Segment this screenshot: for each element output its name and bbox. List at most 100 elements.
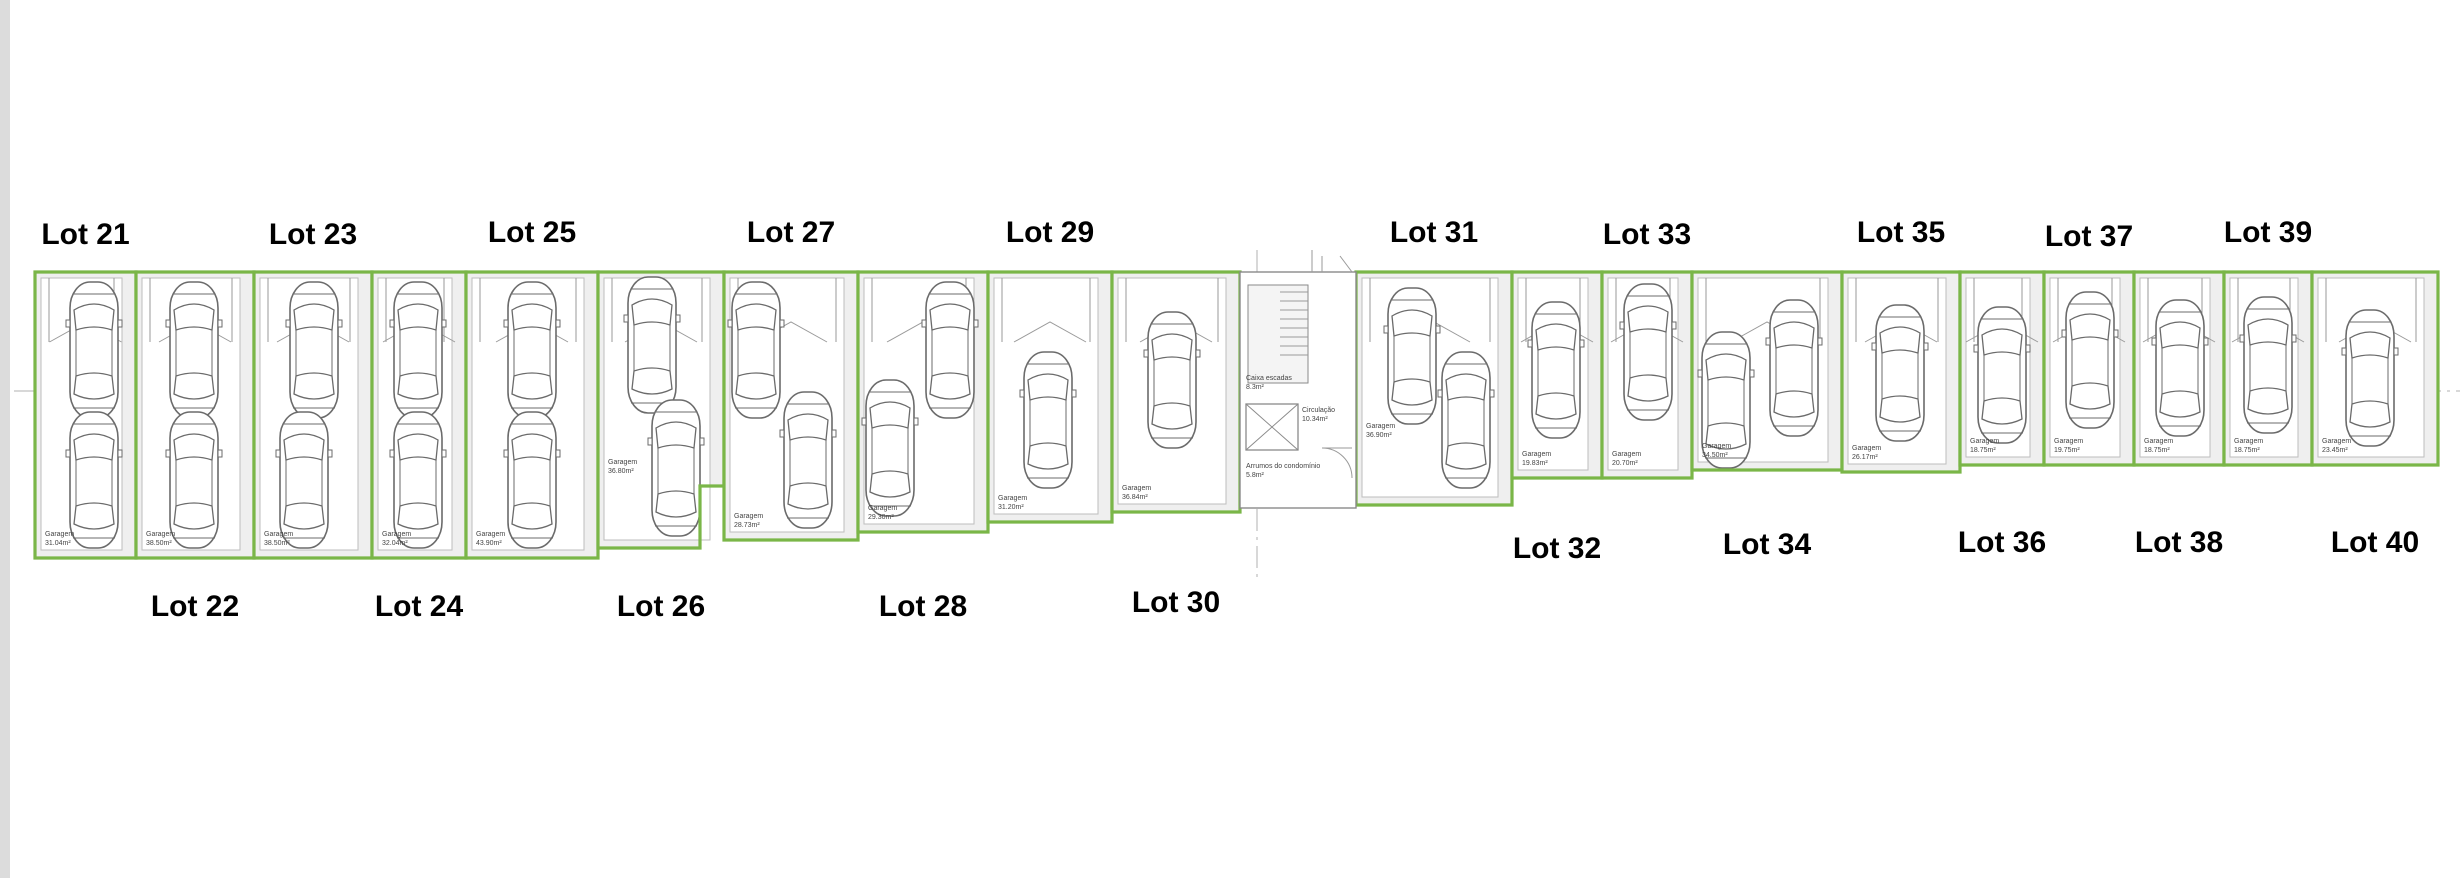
garage-area: 38.50m² bbox=[146, 540, 172, 547]
car-icon bbox=[2061, 291, 2119, 429]
circulation-label: Circulação bbox=[1302, 407, 1335, 414]
lot-outline bbox=[464, 270, 600, 560]
car-icon bbox=[2239, 296, 2297, 434]
garage-label: Garagem bbox=[2322, 438, 2351, 445]
lot-32: Garagem 19.83m² bbox=[1510, 270, 1604, 480]
lot-label: Lot 34 bbox=[1722, 528, 1812, 561]
garage-label: Garagem bbox=[146, 531, 175, 538]
garage-area: 36.84m² bbox=[1122, 494, 1148, 501]
garage-label: Garagem bbox=[45, 531, 74, 538]
car-icon bbox=[2151, 299, 2209, 437]
garage-area: 36.90m² bbox=[1366, 432, 1392, 439]
garage-label: Garagem bbox=[608, 459, 637, 466]
garage-area: 31.04m² bbox=[45, 540, 71, 547]
stair-steps-icon bbox=[1280, 291, 1308, 356]
car-icon bbox=[503, 411, 561, 549]
lot-label: Lot 31 bbox=[1389, 216, 1479, 249]
car-icon bbox=[1437, 351, 1495, 489]
lot-28: Garagem 29.30m² bbox=[856, 270, 990, 534]
garage-label: Garagem bbox=[1702, 443, 1731, 450]
car-icon bbox=[2341, 309, 2399, 447]
circulation-area: 10.34m² bbox=[1302, 416, 1328, 423]
garage-area: 26.17m² bbox=[1852, 454, 1878, 461]
garage-area: 36.80m² bbox=[608, 468, 634, 475]
garage-label: Garagem bbox=[734, 513, 763, 520]
garage-area: 19.83m² bbox=[1522, 460, 1548, 467]
lot-outline bbox=[2310, 270, 2440, 467]
lot-30: Garagem 36.84m² bbox=[1110, 270, 1242, 514]
car-icon bbox=[503, 281, 561, 419]
lot-33: Garagem 20.70m² bbox=[1600, 270, 1694, 480]
car-icon bbox=[1619, 283, 1677, 421]
car-icon bbox=[1871, 304, 1929, 442]
car-icon bbox=[921, 281, 979, 419]
car-icon bbox=[65, 281, 123, 419]
car-icon bbox=[1383, 287, 1441, 425]
car-icon bbox=[285, 281, 343, 419]
car-icon bbox=[1527, 301, 1585, 439]
lot-label: Lot 32 bbox=[1512, 532, 1602, 565]
lot-outline bbox=[986, 270, 1114, 524]
lot-label: Lot 38 bbox=[2134, 526, 2224, 559]
lot-label: Lot 33 bbox=[1602, 218, 1692, 251]
car-icon bbox=[861, 379, 919, 517]
car-icon bbox=[1143, 311, 1201, 449]
garage-label: Garagem bbox=[2234, 438, 2263, 445]
car-icon bbox=[779, 391, 837, 529]
lots-layer: Garagem31.04m²Garagem38.50m²Garagem38.50… bbox=[33, 270, 2440, 560]
garage-label: Garagem bbox=[1366, 423, 1395, 430]
lot-label: Lot 40 bbox=[2330, 526, 2420, 559]
garage-area: 23.45m² bbox=[2322, 447, 2348, 454]
common-core: Caixa escadas 8.3m² Circulação 10.34m² A… bbox=[1239, 250, 1357, 509]
stairs-label: Caixa escadas bbox=[1246, 375, 1292, 382]
elevator-cross bbox=[1245, 403, 1299, 451]
entrance-marker bbox=[1013, 321, 1087, 343]
car-icon bbox=[1765, 299, 1823, 437]
left-edge-bar bbox=[0, 0, 10, 878]
lot-label: Lot 23 bbox=[268, 218, 358, 251]
lot-label: Lot 26 bbox=[616, 590, 706, 623]
car-icon bbox=[1019, 351, 1077, 489]
lot-label: Lot 39 bbox=[2223, 216, 2313, 249]
garage-label: Garagem bbox=[1612, 451, 1641, 458]
lot-39: Garagem 18.75m² bbox=[2222, 270, 2314, 467]
garage-label: Garagem bbox=[476, 531, 505, 538]
garage-area: 29.30m² bbox=[868, 514, 894, 521]
lot-label: Lot 37 bbox=[2044, 220, 2134, 253]
garage-area: 28.73m² bbox=[734, 522, 760, 529]
garage-label: Garagem bbox=[1122, 485, 1151, 492]
lot-27: Garagem 28.73m² bbox=[722, 270, 860, 542]
lot-outline bbox=[1110, 270, 1242, 514]
garage-area: 18.75m² bbox=[1970, 447, 1996, 454]
storage-area: 5.8m² bbox=[1246, 472, 1265, 479]
garage-area: 19.75m² bbox=[2054, 447, 2080, 454]
lot-label: Lot 28 bbox=[878, 590, 968, 623]
lot-25: Garagem 43.90m² bbox=[464, 270, 600, 560]
car-icon bbox=[65, 411, 123, 549]
lot-outline bbox=[722, 270, 860, 542]
garage-label: Garagem bbox=[382, 531, 411, 538]
lot-label: Lot 35 bbox=[1856, 216, 1946, 249]
lot-label: Lot 25 bbox=[487, 216, 577, 249]
lot-40: Garagem 23.45m² bbox=[2310, 270, 2440, 467]
garage-label: Garagem bbox=[1970, 438, 1999, 445]
lot-26: Garagem 36.80m² bbox=[596, 270, 726, 550]
garage-area: 18.75m² bbox=[2234, 447, 2260, 454]
car-icon bbox=[389, 411, 447, 549]
lot-label: Lot 30 bbox=[1131, 586, 1221, 619]
lot-outline bbox=[856, 270, 990, 534]
garage-area: 43.90m² bbox=[476, 540, 502, 547]
garage-area: 20.70m² bbox=[1612, 460, 1638, 467]
garage-label: Garagem bbox=[868, 505, 897, 512]
garage-label: Garagem bbox=[2144, 438, 2173, 445]
car-icon bbox=[165, 281, 223, 419]
lot-22: Garagem 38.50m² bbox=[134, 270, 256, 560]
garage-label: Garagem bbox=[1522, 451, 1551, 458]
lot-31: Garagem 36.90m² bbox=[1354, 270, 1514, 507]
